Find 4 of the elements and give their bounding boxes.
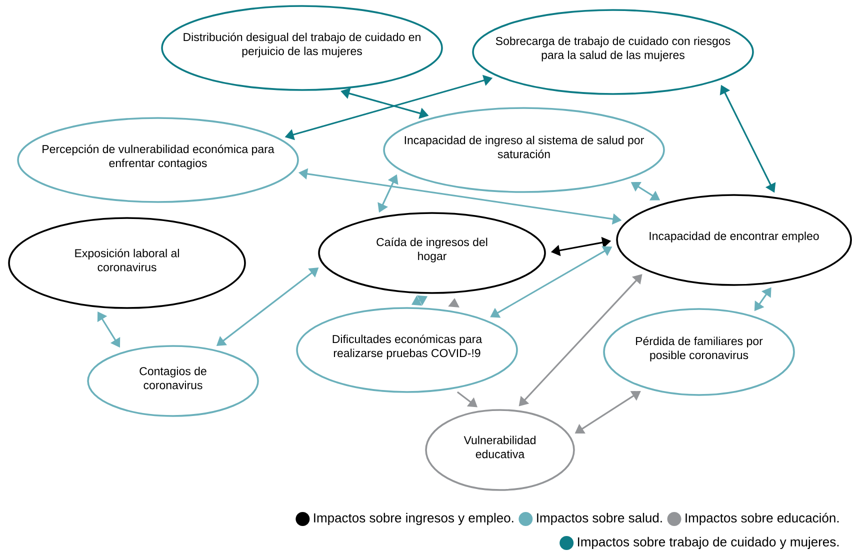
legend-text: Impactos sobre ingresos y empleo.	[314, 512, 514, 526]
legend-text: Impactos sobre salud.	[537, 512, 662, 526]
legend-text: Impactos sobre trabajo de cuidado y mujeres.	[578, 536, 839, 550]
legend-text: Impactos sobre educación.	[686, 512, 839, 526]
